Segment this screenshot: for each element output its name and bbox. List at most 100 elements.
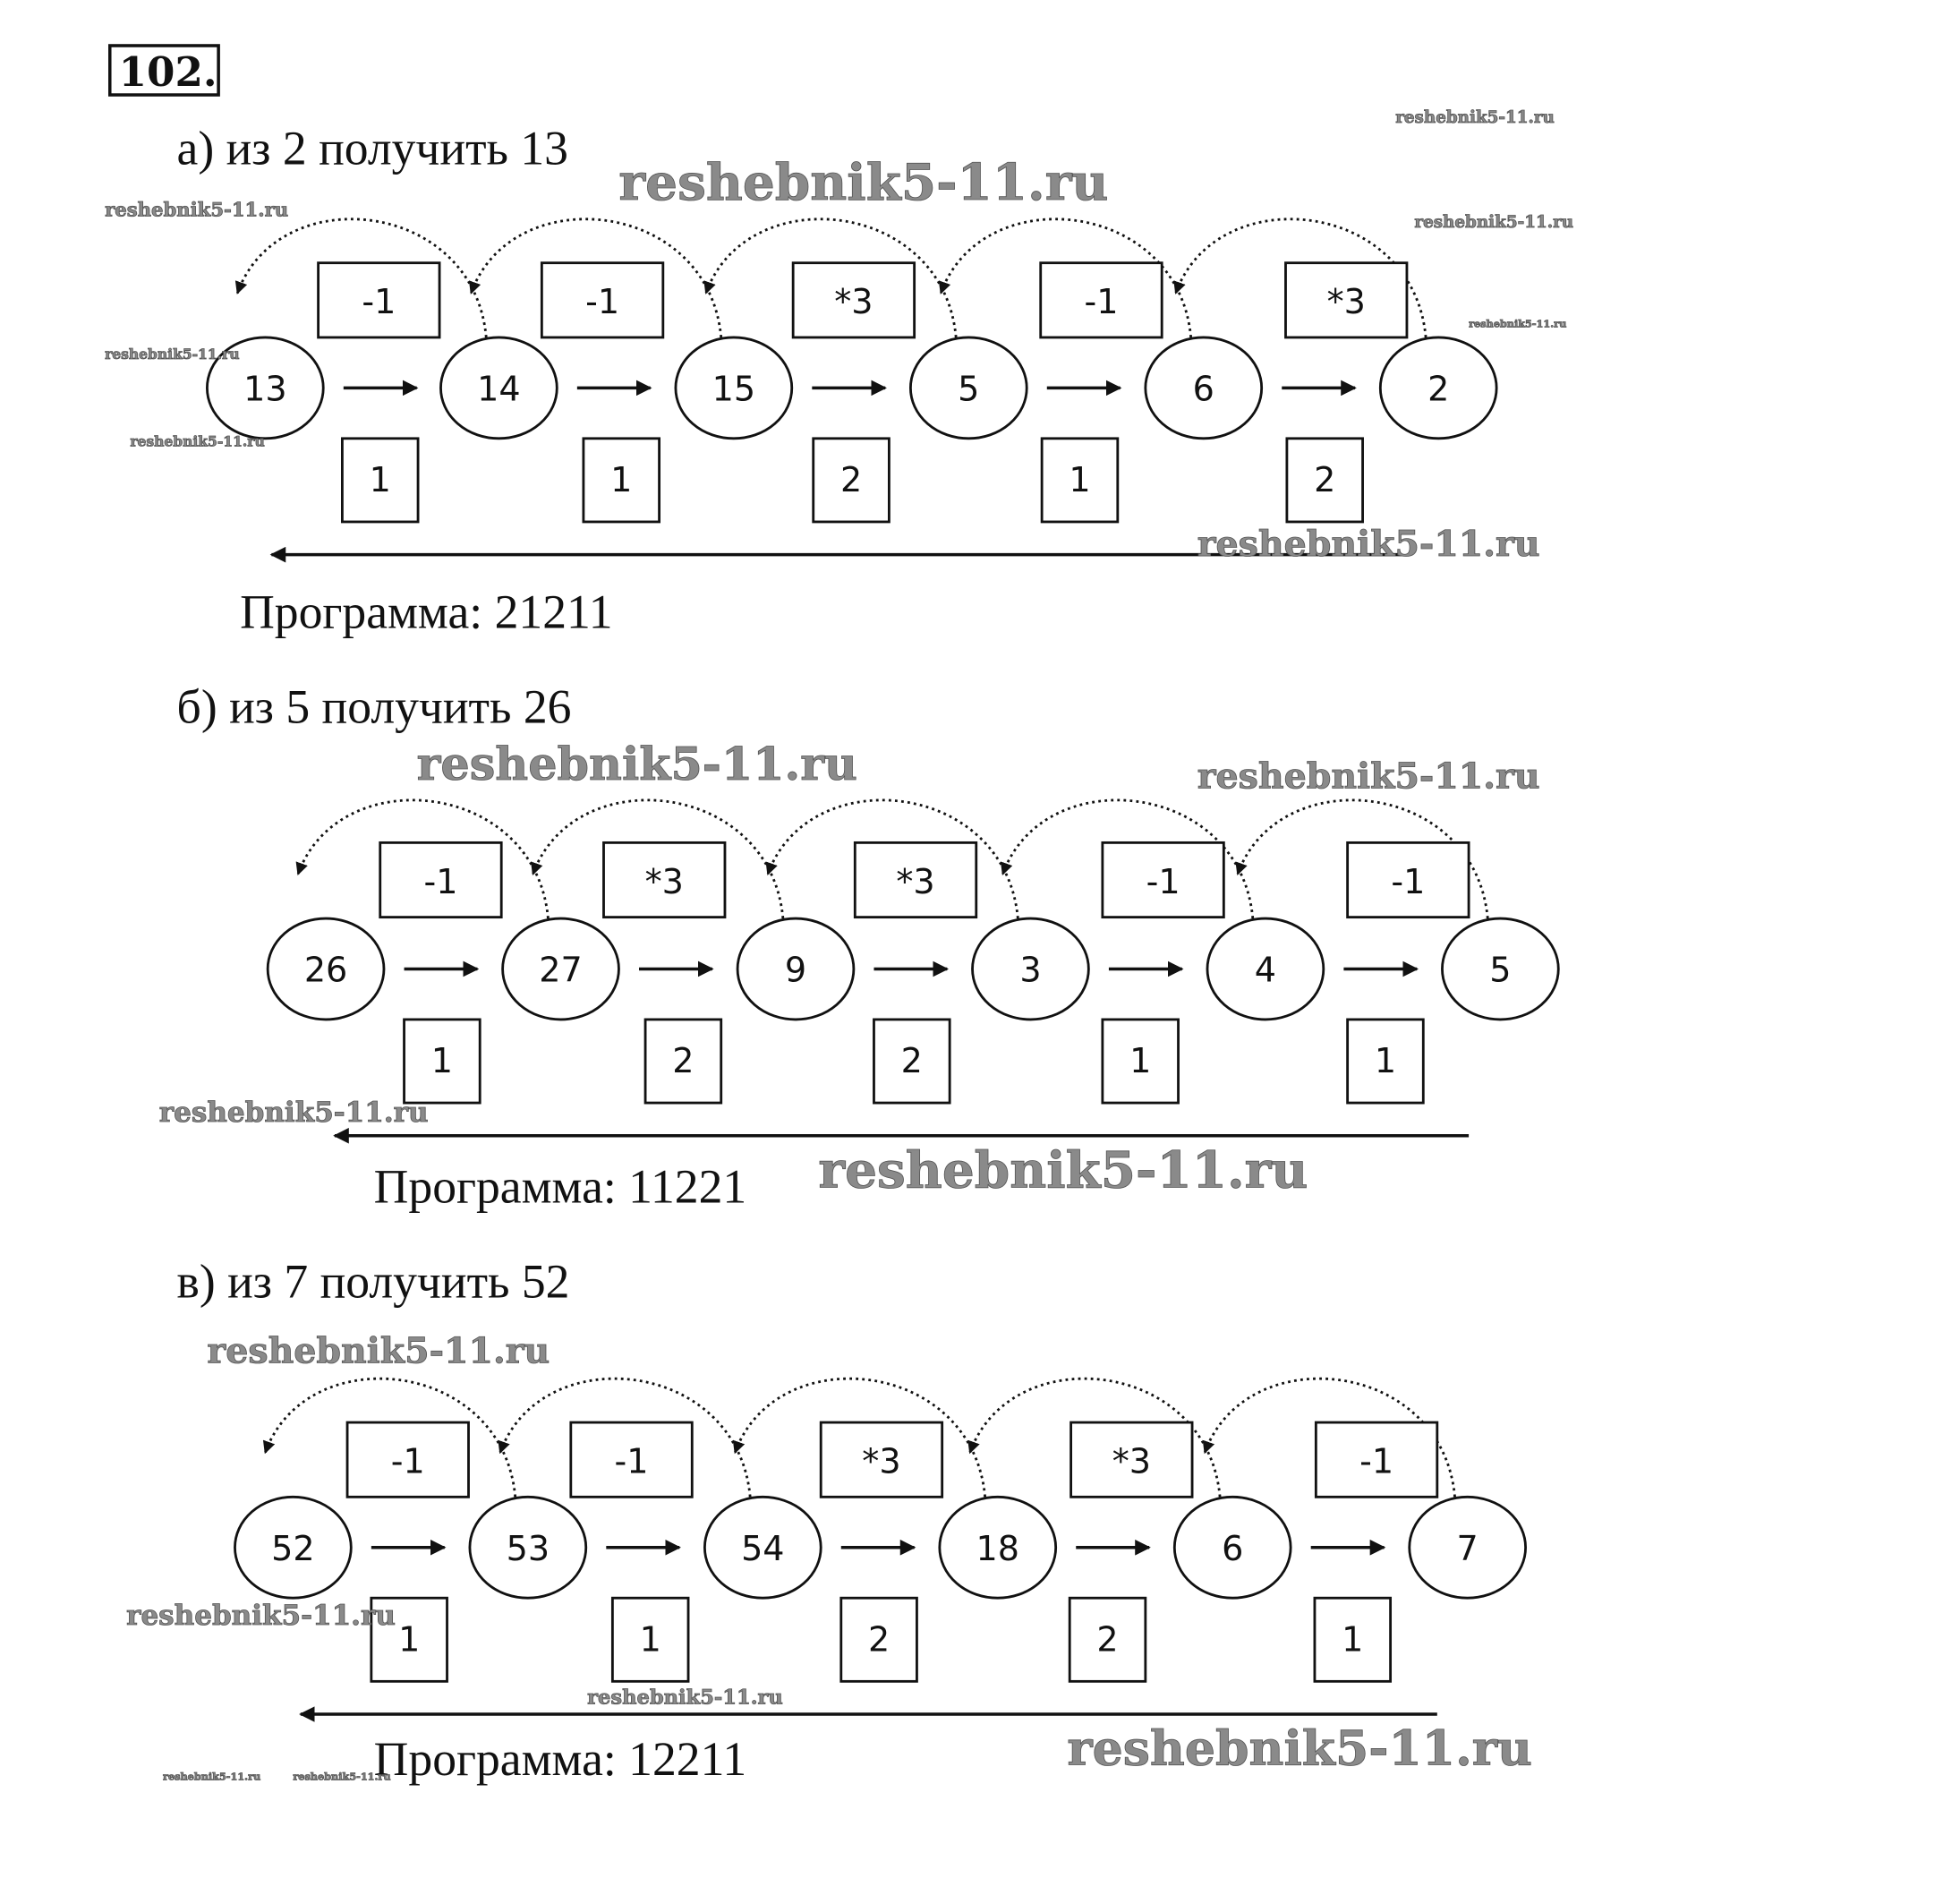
operation-label: *3 xyxy=(834,282,873,321)
watermark-text: reshebnik5-11.ru xyxy=(1414,213,1573,232)
command-number: 1 xyxy=(1342,1619,1363,1659)
problem-number: 102. xyxy=(108,44,220,97)
program-text: Программа: 12211 xyxy=(374,1732,747,1786)
command-box xyxy=(1101,1018,1180,1105)
watermark-text: reshebnik5-11.ru xyxy=(126,1600,396,1632)
command-number: 1 xyxy=(431,1041,453,1080)
operation-label: -1 xyxy=(1359,1442,1393,1481)
watermarks: reshebnik5-11.ru reshebnik5-11.ru reshebni… xyxy=(105,108,1574,1783)
command-box xyxy=(340,437,420,524)
operation-label: -1 xyxy=(1391,862,1425,901)
node-value: 54 xyxy=(741,1529,784,1568)
operation-label: -1 xyxy=(362,282,396,321)
section-c: в) из 7 получить 5252-1153-1154*3218*326… xyxy=(177,1254,1527,1786)
operation-label: *3 xyxy=(1112,1442,1151,1481)
command-number: 1 xyxy=(610,460,632,499)
watermark-text: reshebnik5-11.ru xyxy=(293,1770,390,1782)
operation-label: -1 xyxy=(423,862,457,901)
node-value: 15 xyxy=(712,370,755,409)
section-a: а) из 2 получить 1313-1114-1115*325-116*… xyxy=(177,122,1498,638)
node-value: 5 xyxy=(1489,951,1511,990)
number-node xyxy=(1144,336,1264,440)
operation-box xyxy=(540,261,665,339)
operation-box xyxy=(602,841,727,919)
command-number: 1 xyxy=(398,1619,420,1659)
number-node xyxy=(971,917,1090,1021)
number-node xyxy=(674,336,794,440)
number-node xyxy=(703,1495,822,1600)
watermark-text: reshebnik5-11.ru xyxy=(618,153,1108,212)
command-box xyxy=(1346,1018,1425,1105)
number-node xyxy=(1172,1495,1292,1600)
node-value: 18 xyxy=(976,1529,1019,1568)
watermark-text: reshebnik5-11.ru xyxy=(105,346,239,363)
command-box xyxy=(1068,1596,1147,1683)
command-number: 2 xyxy=(1314,460,1335,499)
operation-label: *3 xyxy=(862,1442,900,1481)
watermark-text: reshebnik5-11.ru xyxy=(1197,756,1540,798)
watermark-text: reshebnik5-11.ru xyxy=(1395,108,1555,127)
number-node xyxy=(266,917,386,1021)
command-number: 1 xyxy=(370,460,391,499)
operation-box xyxy=(1346,841,1470,919)
operation-box xyxy=(1284,261,1409,339)
number-node xyxy=(1441,917,1560,1021)
operation-box xyxy=(569,1421,694,1498)
operation-label: *3 xyxy=(896,862,934,901)
command-box xyxy=(873,1018,951,1105)
reverse-arc-arrow xyxy=(1173,218,1427,338)
command-number: 2 xyxy=(672,1041,694,1080)
operation-box xyxy=(791,261,916,339)
node-value: 52 xyxy=(271,1529,314,1568)
number-node xyxy=(908,336,1028,440)
operation-label: -1 xyxy=(391,1442,425,1481)
operation-box xyxy=(1039,261,1163,339)
operation-label: -1 xyxy=(585,282,619,321)
node-value: 14 xyxy=(477,370,520,409)
node-value: 13 xyxy=(243,370,286,409)
command-number: 1 xyxy=(1129,1041,1151,1080)
number-node xyxy=(736,917,856,1021)
command-number: 2 xyxy=(868,1619,890,1659)
command-number: 1 xyxy=(1375,1041,1396,1080)
operation-box xyxy=(853,841,978,919)
command-number: 1 xyxy=(1069,460,1090,499)
operation-box xyxy=(1069,1421,1194,1498)
program-text: Программа: 11221 xyxy=(374,1160,747,1214)
watermark-text: reshebnik5-11.ru xyxy=(1067,1720,1532,1776)
operation-label: -1 xyxy=(1146,862,1180,901)
node-value: 5 xyxy=(958,370,979,409)
command-number: 2 xyxy=(1096,1619,1118,1659)
node-value: 27 xyxy=(539,951,582,990)
watermark-text: reshebnik5-11.ru xyxy=(207,1331,550,1372)
reverse-arc-arrow xyxy=(1235,798,1489,919)
reverse-arc-arrow xyxy=(1202,1377,1456,1498)
number-node xyxy=(468,1495,588,1600)
node-value: 4 xyxy=(1255,951,1276,990)
number-node xyxy=(938,1495,1058,1600)
command-box xyxy=(1313,1596,1393,1683)
command-number: 2 xyxy=(901,1041,923,1080)
node-value: 7 xyxy=(1457,1529,1479,1568)
command-box xyxy=(1285,437,1364,524)
command-number: 2 xyxy=(840,460,862,499)
section-title: а) из 2 получить 13 xyxy=(177,122,568,175)
watermark-text: reshebnik5-11.ru xyxy=(818,1141,1308,1200)
command-box xyxy=(643,1018,723,1105)
section-b: б) из 5 получить 2626-1127*329*323-114-1… xyxy=(177,679,1560,1214)
node-value: 9 xyxy=(785,951,806,990)
command-box xyxy=(403,1018,481,1105)
number-node xyxy=(1206,917,1325,1021)
watermark-text: reshebnik5-11.ru xyxy=(130,432,264,449)
number-node xyxy=(206,336,325,440)
command-box xyxy=(582,437,660,524)
operation-box xyxy=(1101,841,1225,919)
command-box xyxy=(1040,437,1120,524)
number-node xyxy=(234,1495,353,1600)
section-title: в) из 7 получить 52 xyxy=(177,1254,570,1308)
operation-box xyxy=(819,1421,944,1498)
operation-box xyxy=(317,261,441,339)
number-node xyxy=(1378,336,1498,440)
number-node xyxy=(439,336,558,440)
